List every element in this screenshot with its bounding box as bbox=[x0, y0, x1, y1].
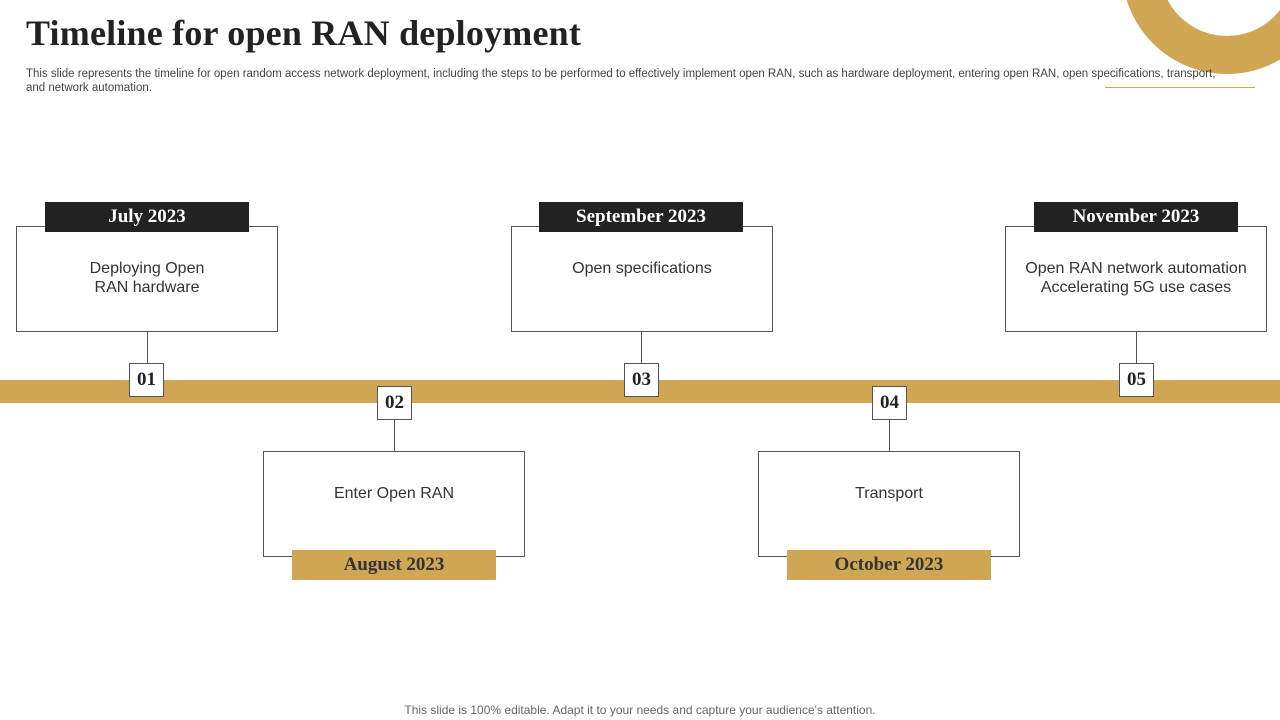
corner-decoration-line bbox=[1105, 87, 1255, 88]
step-number-badge: 02 bbox=[377, 386, 412, 420]
step-date-label: November 2023 bbox=[1034, 202, 1238, 232]
step-description-box: Deploying Open RAN hardware bbox=[16, 226, 278, 332]
step-description-box: Open RAN network automation Accelerating… bbox=[1005, 226, 1267, 332]
step-date-label: July 2023 bbox=[45, 202, 249, 232]
step-description-box: Enter Open RAN bbox=[263, 451, 525, 557]
footer-note: This slide is 100% editable. Adapt it to… bbox=[404, 703, 876, 717]
step-number-badge: 01 bbox=[129, 363, 164, 397]
step-description: Open RAN network automation Accelerating… bbox=[1025, 260, 1247, 296]
step-description: Open specifications bbox=[572, 260, 712, 277]
step-connector bbox=[1136, 332, 1137, 364]
step-connector bbox=[641, 332, 642, 364]
step-date-label: September 2023 bbox=[539, 202, 743, 232]
step-number-badge: 03 bbox=[624, 363, 659, 397]
step-description-box: Open specifications bbox=[511, 226, 773, 332]
page-title: Timeline for open RAN deployment bbox=[26, 13, 582, 53]
step-date-label: August 2023 bbox=[292, 550, 496, 580]
step-number-badge: 05 bbox=[1119, 363, 1154, 397]
page-subtitle: This slide represents the timeline for o… bbox=[26, 68, 1216, 94]
step-connector bbox=[889, 420, 890, 452]
step-description-box: Transport bbox=[758, 451, 1020, 557]
step-description: Enter Open RAN bbox=[333, 485, 455, 502]
corner-decoration-ring bbox=[1122, 0, 1280, 74]
step-number-badge: 04 bbox=[872, 386, 907, 420]
step-connector bbox=[147, 332, 148, 364]
step-date-label: October 2023 bbox=[787, 550, 991, 580]
step-description: Deploying Open RAN hardware bbox=[89, 260, 205, 296]
step-description: Transport bbox=[855, 485, 923, 502]
step-connector bbox=[394, 420, 395, 452]
